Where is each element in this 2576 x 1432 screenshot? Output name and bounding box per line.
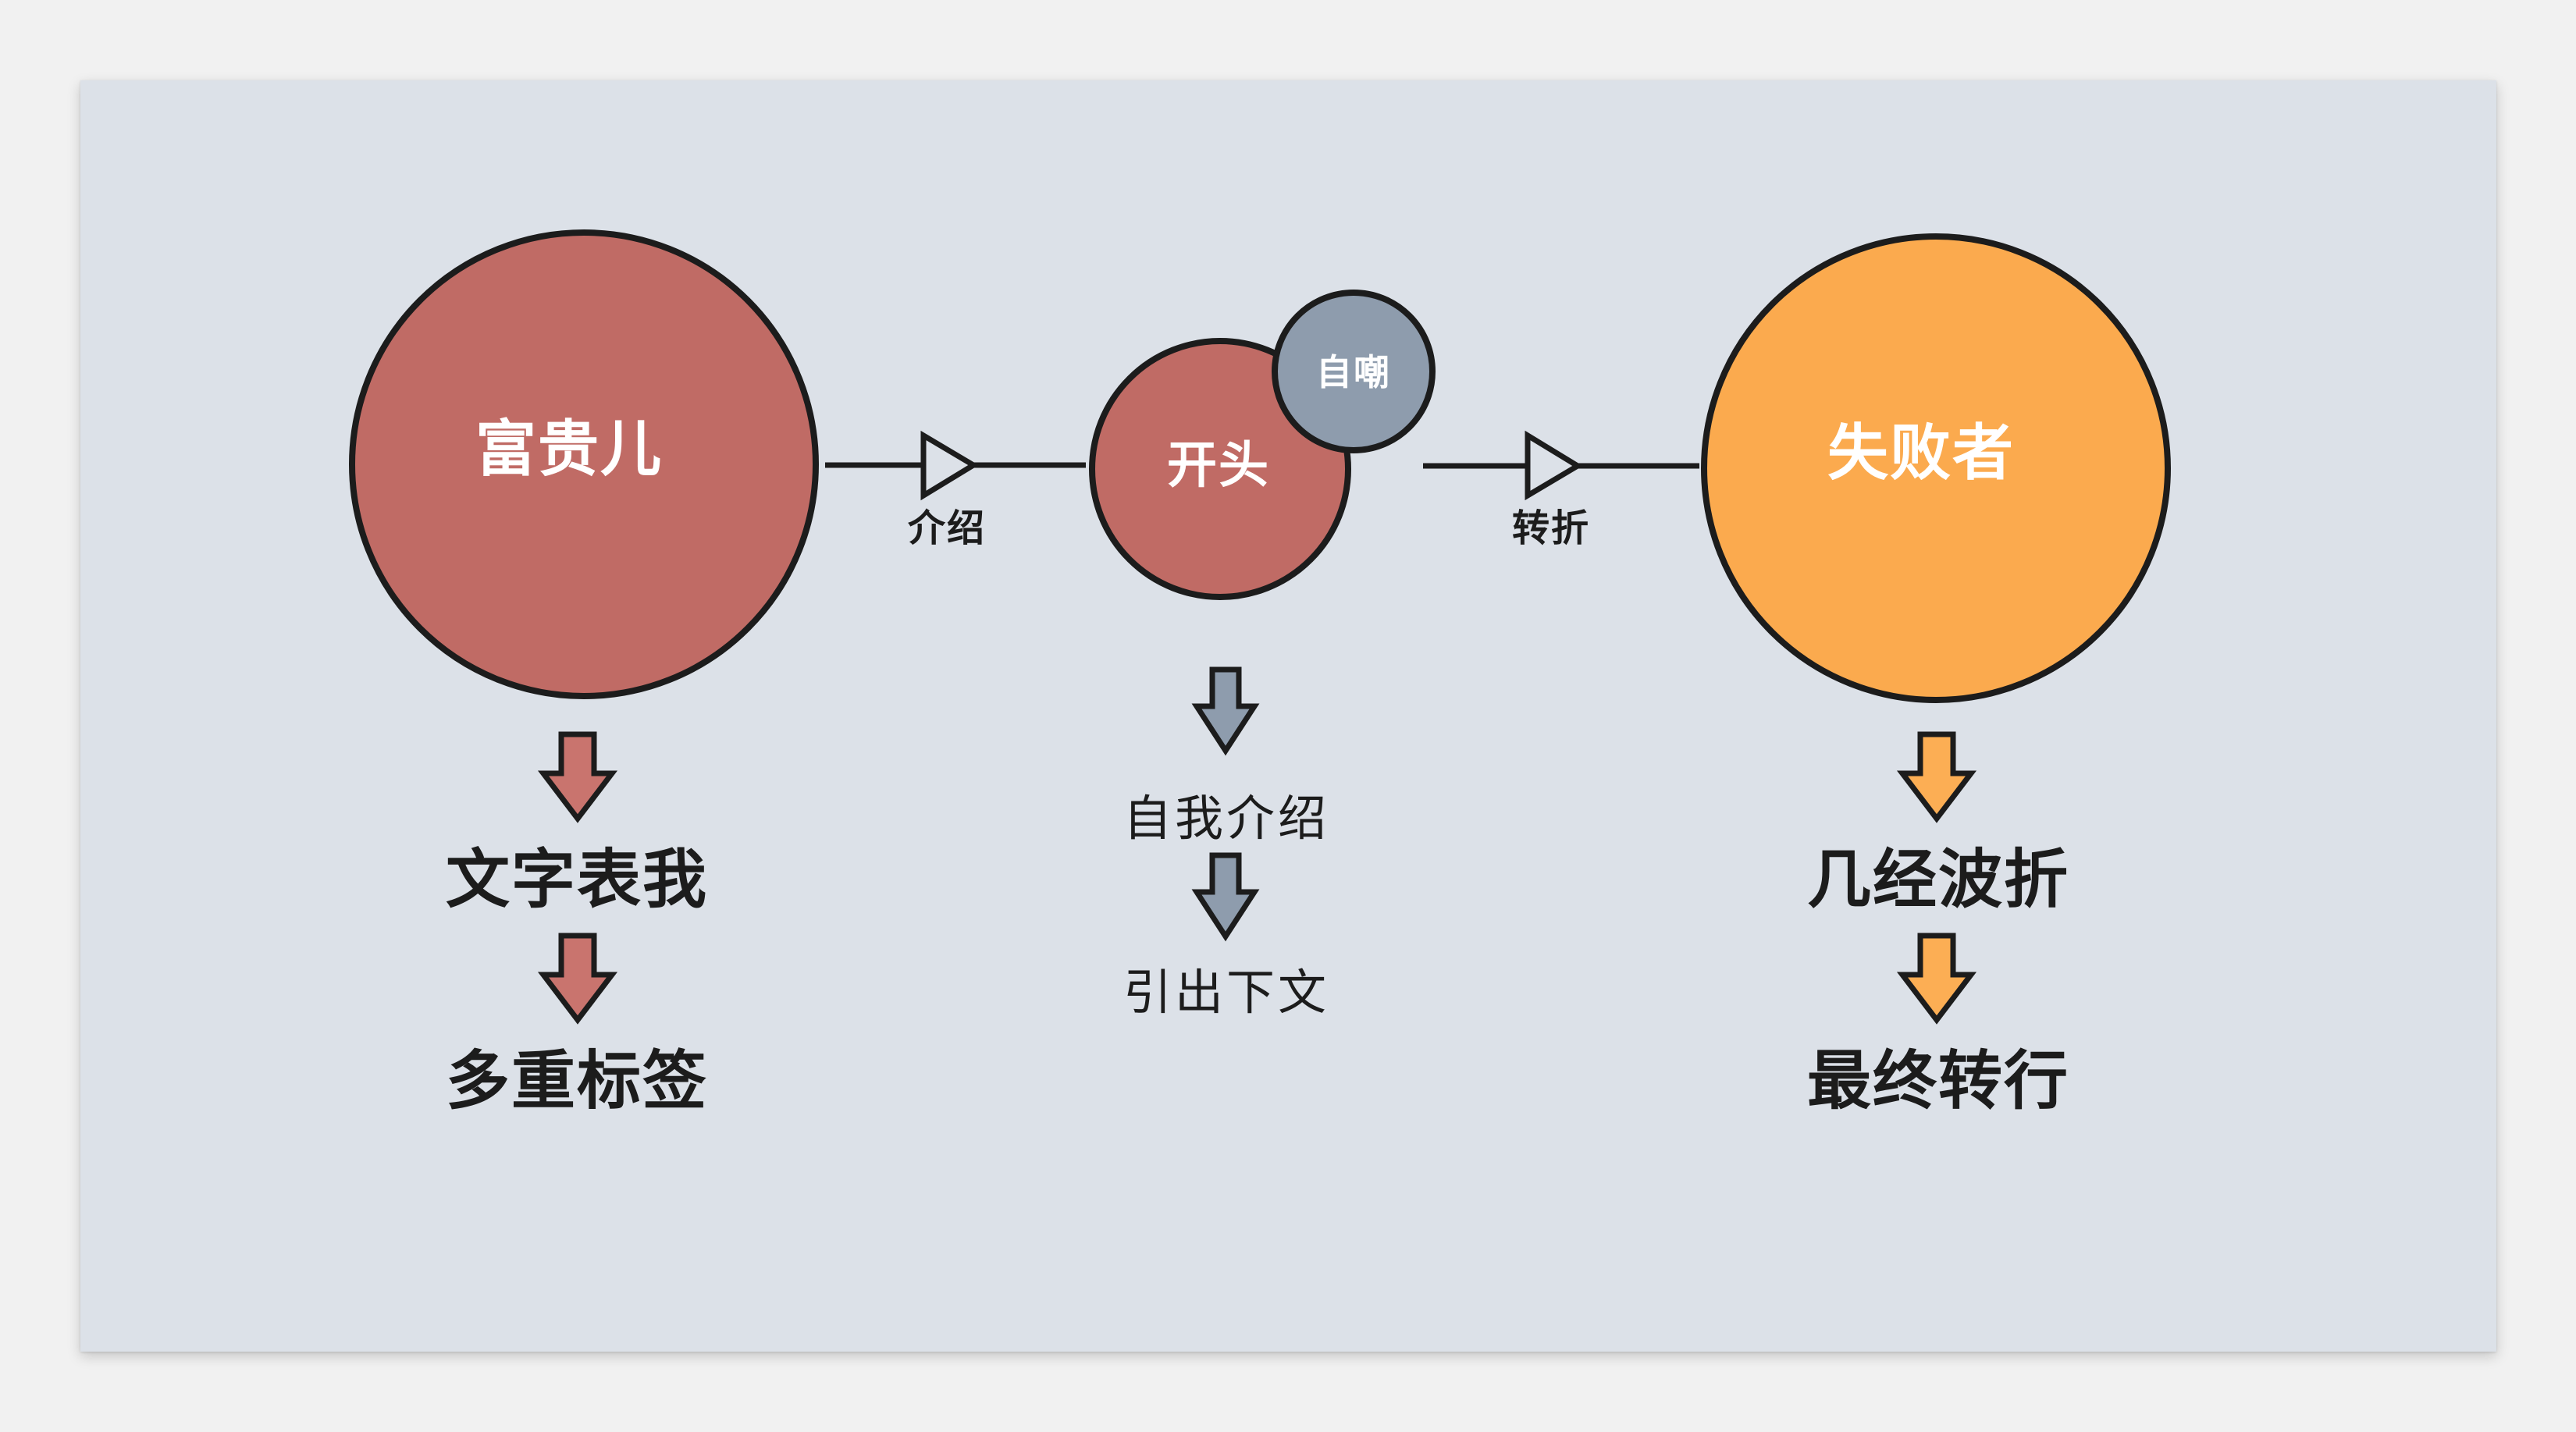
- node-circle-shibaizhe: [1701, 233, 2171, 703]
- step-text-middle-2: 引出下文: [1123, 966, 1330, 1020]
- node-label-zichao: 自嘲: [1316, 352, 1391, 393]
- node-circle-fuguier: [349, 229, 819, 699]
- down-arrow-icon-middle-1: [1191, 666, 1260, 756]
- down-arrow-icon-left-1: [537, 731, 618, 823]
- connector-twist-arrowhead-icon: [1525, 430, 1583, 501]
- connector-intro-arrowhead-icon: [920, 430, 979, 501]
- step-text-middle-1: 自我介绍: [1123, 792, 1330, 846]
- node-label-fuguier: 富贵儿: [475, 414, 664, 483]
- down-arrow-icon-right-1: [1896, 731, 1977, 823]
- step-text-left-1: 文字表我: [445, 844, 709, 915]
- connector-label-twist: 转折: [1511, 508, 1591, 549]
- node-label-shibaizhe: 失败者: [1827, 418, 2016, 487]
- node-label-kaitou: 开头: [1167, 437, 1270, 493]
- node-circle-zichao: [1272, 290, 1436, 453]
- connector-label-intro: 介绍: [907, 508, 987, 549]
- down-arrow-icon-middle-2: [1191, 852, 1260, 942]
- down-arrow-icon-left-2: [537, 933, 618, 1025]
- step-text-right-2: 最终转行: [1806, 1046, 2070, 1117]
- step-text-left-2: 多重标签: [445, 1046, 709, 1117]
- step-text-right-1: 几经波折: [1806, 844, 2070, 915]
- down-arrow-icon-right-2: [1896, 933, 1977, 1025]
